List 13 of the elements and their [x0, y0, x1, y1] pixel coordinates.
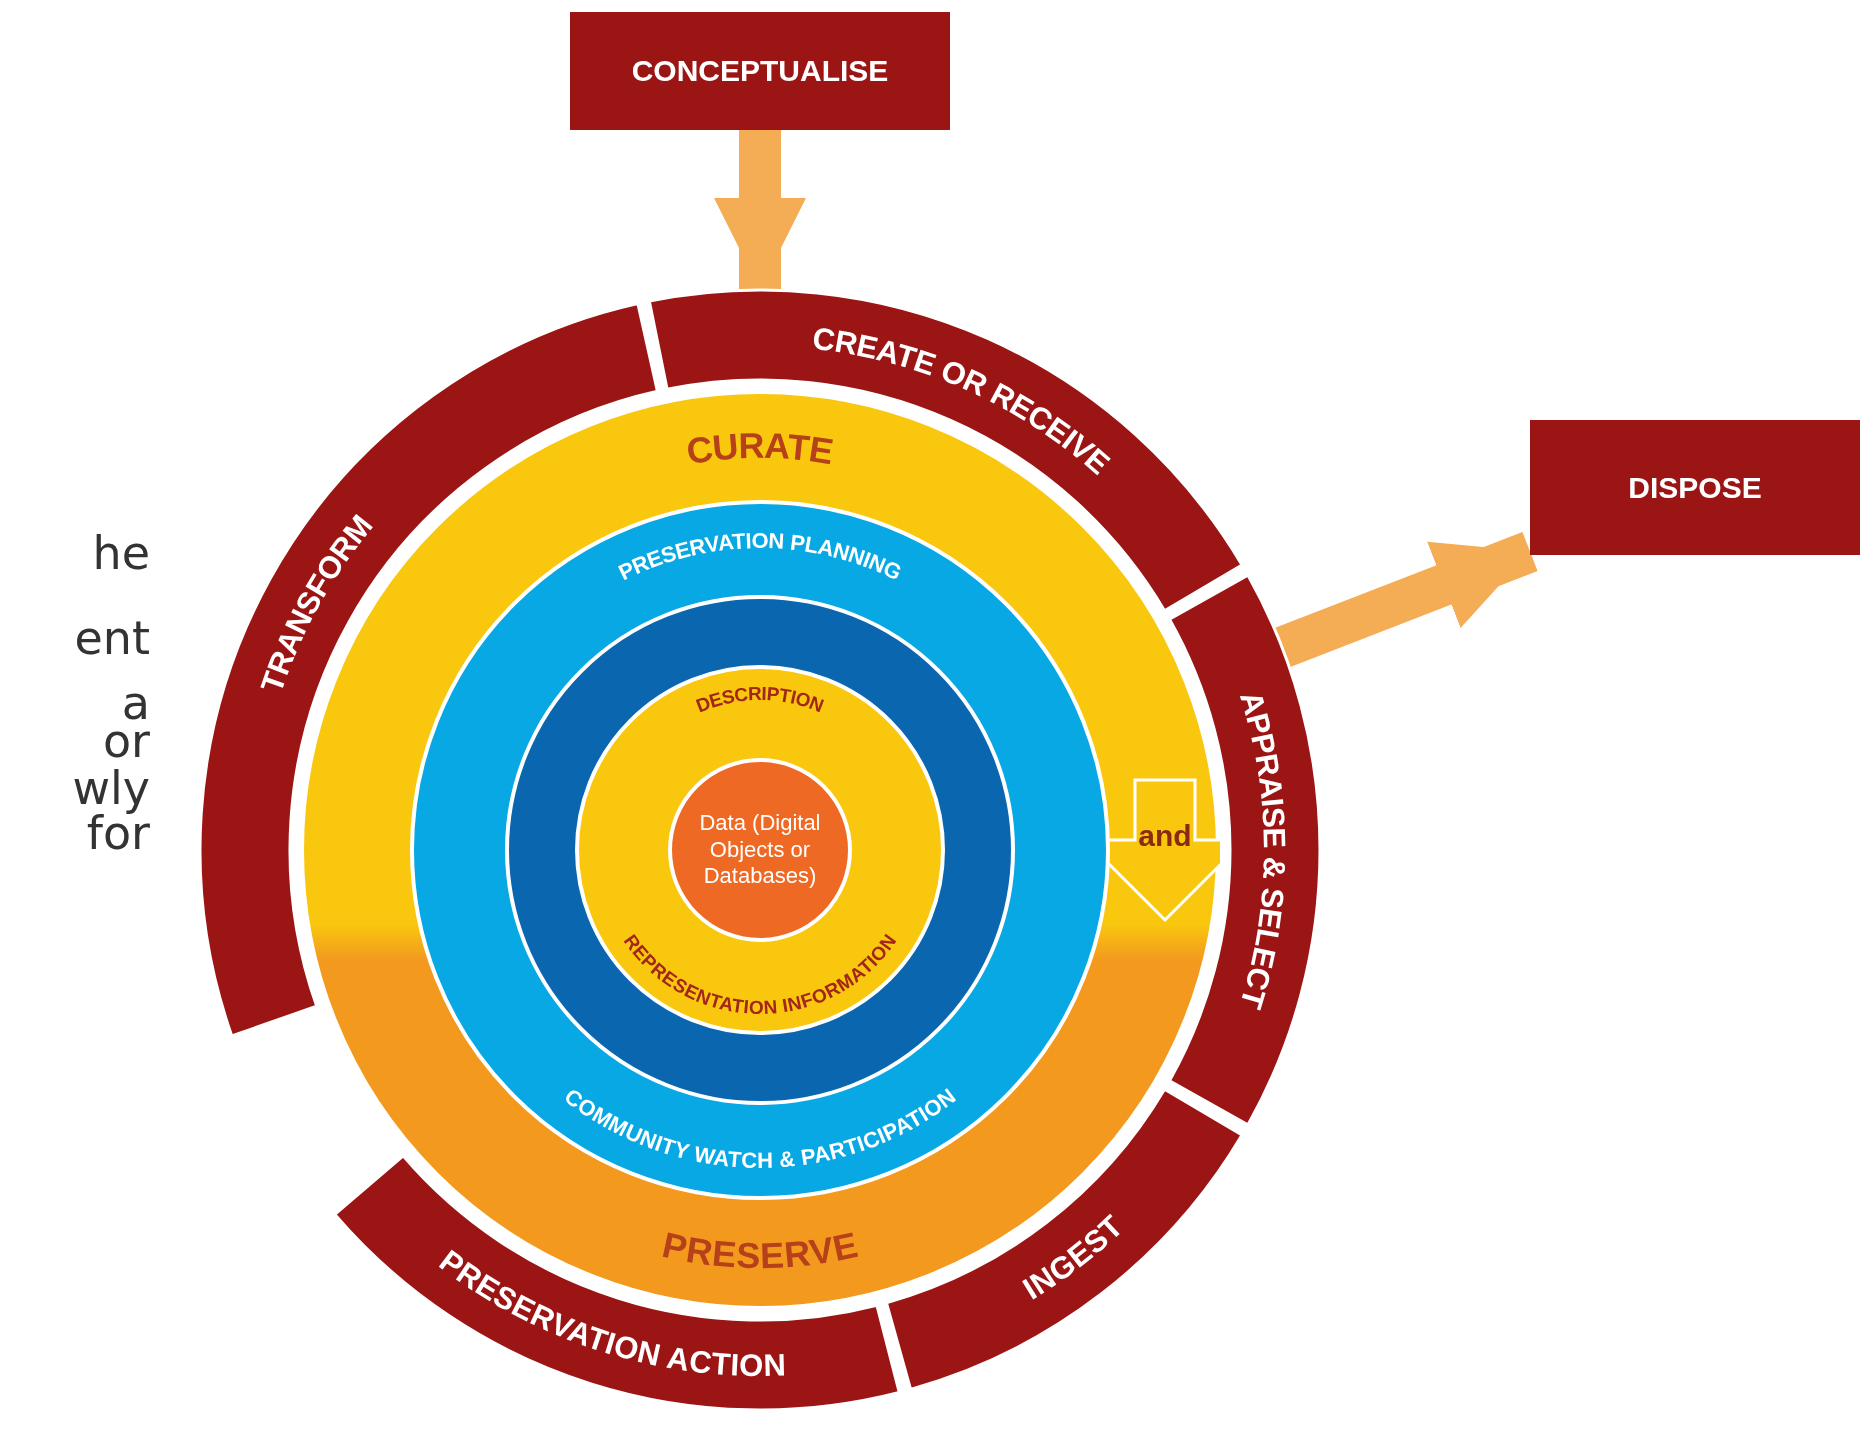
ring-band — [410, 500, 1110, 1200]
text-fragment: he — [91, 530, 150, 576]
data-label: Data (Digital Objects or Databases) — [698, 810, 822, 890]
ring-label: PRESERVE — [658, 1223, 862, 1276]
arrow — [713, 130, 807, 290]
process-box: DISPOSE — [1530, 420, 1860, 555]
ring-label: DESCRIPTION — [693, 682, 827, 716]
process-box: CONCEPTUALISE — [570, 12, 950, 130]
ring-label: and — [1138, 818, 1192, 852]
text-fragment: a — [120, 680, 150, 726]
arrow — [1274, 531, 1538, 668]
text-fragment: ent — [73, 615, 150, 661]
ring-label: CURATE — [683, 424, 837, 472]
